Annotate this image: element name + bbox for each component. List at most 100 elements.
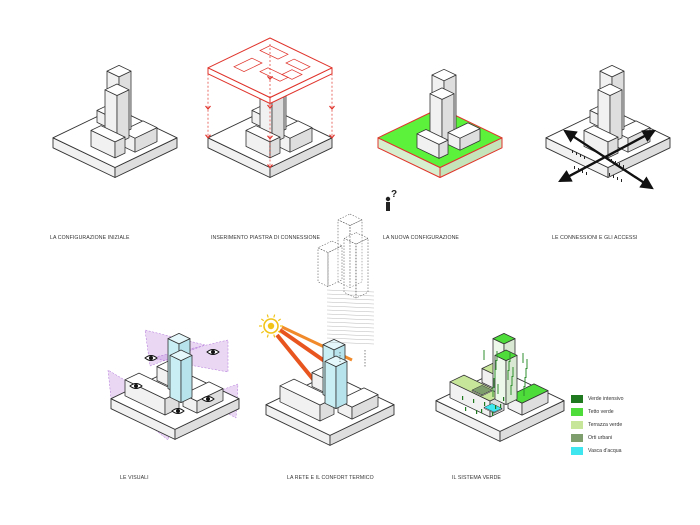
grid-line [326,289,375,293]
grid-line [326,301,375,305]
legend-label: Terrazza verde [588,422,623,428]
pedestrian-mark [613,175,614,178]
legend-item: Vasca d'acqua [571,445,681,458]
building-volume [337,213,363,288]
grid-line [326,309,375,313]
arrow-icon [558,130,655,183]
legend-item: Verde intensivo [571,393,681,406]
view-eyes [129,349,220,414]
pedestrian-mark [572,150,573,153]
plate-cutout [259,67,289,82]
grid-line [326,321,375,325]
pedestrian-mark [611,159,612,162]
caption-configurazione-iniziale: LA CONFIGURAZIONE INIZIALE [50,235,130,241]
building-volume [90,125,126,159]
legend-label: Verde intensivo [588,396,624,402]
sun-icon [259,314,283,338]
pedestrian-mark [586,172,587,175]
isometric-model [110,332,240,440]
pedestrian-mark [615,161,616,164]
caption-visuali: LE VISUALI [120,475,149,481]
grid-network [317,213,375,368]
pedestrian-mark [609,173,610,176]
tree-mark [495,405,497,409]
down-arrow-icon [267,164,273,169]
legend-item: Orti urbani [571,432,681,445]
legend-swatch [571,434,583,442]
down-arrow-icon [205,105,211,110]
tree-mark [476,410,478,414]
legend-swatch [571,447,583,455]
legend-label: Orti urbani [588,435,613,441]
legend-swatch [571,408,583,416]
pedestrian-mark [580,154,581,157]
isometric-model [52,65,178,178]
eye-icon [129,383,143,389]
isometric-model [265,338,395,446]
tree-mark [462,396,464,400]
grid-line [326,333,375,337]
grid-line [326,313,375,317]
down-arrow-icon [329,134,335,139]
building-volume [317,240,343,287]
building-volume [447,122,481,151]
caption-nuova-configurazione: LA NUOVA CONFIGURAZIONE [383,235,459,241]
grid-line [326,329,375,333]
plate-cutout [233,57,263,72]
tree-mark [481,409,483,413]
caption-piastra-connessione: INSERIMENTO PIASTRA DI CONNESSIONE [211,235,321,241]
grid-line [326,297,375,301]
pedestrian-mark [621,179,622,182]
legend-item: Terrazza verde [571,419,681,432]
question-mark: ? [391,189,397,200]
pedestrian-mark [584,156,585,159]
down-arrow-icon [329,105,335,110]
pedestrian-mark [582,170,583,173]
building-volume [324,355,348,410]
legend-swatch [571,395,583,403]
pedestrian-mark [617,177,618,180]
vegetation [462,350,528,416]
tree-mark [465,407,467,411]
caption-sistema-verde: IL SISTEMA VERDE [452,475,501,481]
grid-line [326,305,375,309]
grid-line [326,293,375,297]
down-arrow-icon [267,75,273,81]
plate-cutout [285,58,311,71]
isometric-model [435,332,565,442]
building-volume [483,403,503,414]
person-question-icon: ? [385,189,397,211]
legend-swatch [571,421,583,429]
legend-label: Vasca d'acqua [588,448,622,454]
green-system-legend: Verde intensivo Tetto verde Terrazza ver… [571,393,681,458]
pedestrian-mark [576,152,577,155]
access-arrows [558,129,656,190]
plate-cutout [281,69,303,80]
tree-mark [492,412,494,416]
isometric-model [545,65,671,178]
tree-mark [473,399,475,403]
eye-icon [206,349,220,355]
pedestrian-mark [619,163,620,166]
tree-mark [500,404,502,408]
caption-rete-confort-termico: LA RETE E IL CONFORT TERMICO [287,475,374,481]
building-volume [279,378,335,422]
building-volume [169,349,193,404]
arrow-icon [563,129,653,189]
pedestrian-mark [574,166,575,169]
building-volume [343,232,369,299]
grid-line [326,325,375,329]
floating-plate [205,37,335,169]
caption-connessioni-accessi: LE CONNESSIONI E GLI ACCESSI [552,235,638,241]
eye-icon [144,355,158,361]
building-volume [494,349,518,406]
grid-line [326,317,375,321]
eye-icon [201,396,215,402]
legend-label: Tetto verde [588,409,614,415]
eye-icon [171,408,185,414]
down-arrow-icon [267,135,273,140]
down-arrow-icon [205,134,211,139]
plate-cutout [259,45,289,60]
tree-mark [484,402,486,406]
pedestrian-mark [578,168,579,171]
